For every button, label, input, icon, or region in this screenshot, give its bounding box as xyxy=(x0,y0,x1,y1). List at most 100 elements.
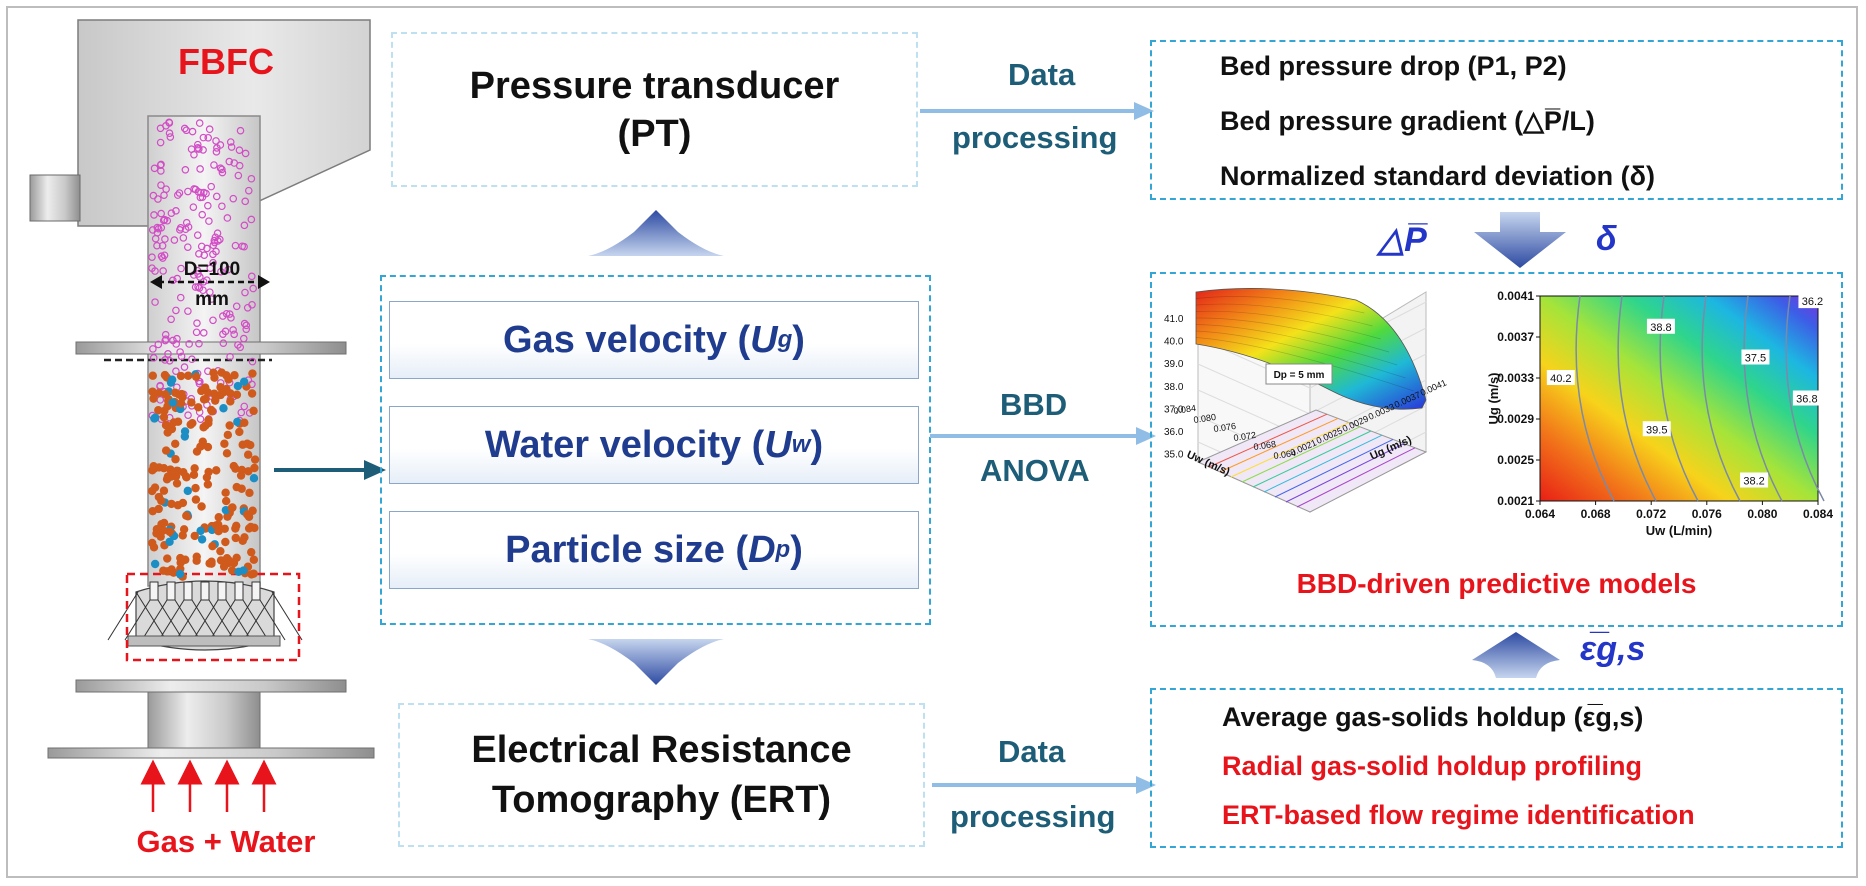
gas-bubble xyxy=(195,119,204,127)
gas-bubble xyxy=(235,146,244,154)
gas-bubble xyxy=(200,251,209,260)
mid-anova-label: ANOVA xyxy=(980,453,1090,488)
surface-x-tick: 0.072 xyxy=(1233,430,1257,443)
gas-bubble xyxy=(209,316,217,325)
surface-floor-contour xyxy=(1241,426,1361,483)
bottom-processing-label: processing xyxy=(950,799,1116,834)
solid-particle xyxy=(172,466,182,476)
inlet-arrows xyxy=(140,759,277,812)
solid-particle xyxy=(169,418,178,427)
solid-particle xyxy=(159,566,168,575)
solid-particle xyxy=(210,373,219,382)
solid-particle xyxy=(171,455,180,464)
contour-x-tick: 0.080 xyxy=(1747,507,1777,521)
surface-floor-contour xyxy=(1230,422,1350,478)
gas-bubble xyxy=(210,161,218,169)
solid-particle xyxy=(148,466,157,475)
solid-particle xyxy=(167,424,177,434)
contour-value-box xyxy=(1798,293,1827,309)
gas-bubble xyxy=(156,138,165,147)
contour-y-tick: 0.0029 xyxy=(1497,412,1534,426)
solid-particle xyxy=(149,394,158,403)
gas-bubble xyxy=(219,339,228,347)
param-water-sub: w xyxy=(791,431,811,458)
solid-particle xyxy=(159,486,169,495)
solid-particle xyxy=(247,570,256,579)
surface-mesh-line xyxy=(1195,303,1373,327)
solid-particle xyxy=(244,512,254,521)
gas-bubble xyxy=(172,367,180,375)
contour-value-label: 37.5 xyxy=(1745,353,1766,365)
gas-bubble xyxy=(205,217,213,225)
surface-x-tick: 0.064 xyxy=(1273,448,1297,461)
gas-bubble xyxy=(240,221,249,230)
pt-output-3: Normalized standard deviation (δ) xyxy=(1220,161,1655,191)
gas-bubble xyxy=(218,165,226,174)
gas-bubble xyxy=(230,159,239,167)
gas-bubble xyxy=(177,352,186,361)
contour-value-label: 39.5 xyxy=(1646,424,1667,436)
solid-particle xyxy=(227,566,237,575)
surface-z-tick: 39.0 xyxy=(1164,359,1184,370)
surface-z-tick: 35.0 xyxy=(1164,450,1184,461)
tracer-particle xyxy=(165,537,174,547)
gas-bubble xyxy=(212,192,221,201)
tracer-particle xyxy=(196,526,205,536)
delta-p-label: △P̅ xyxy=(1378,221,1427,259)
gas-bubble xyxy=(195,249,203,258)
gas-bubble xyxy=(196,193,205,202)
solid-particle xyxy=(243,439,252,448)
gas-bubble xyxy=(173,334,181,343)
solid-particle xyxy=(221,537,230,547)
solid-particle xyxy=(191,483,200,493)
gas-bubble xyxy=(169,276,177,285)
gas-bubble xyxy=(206,288,214,296)
gas-bubble xyxy=(187,145,196,153)
solid-particle xyxy=(194,403,203,412)
gas-bubble xyxy=(199,146,207,154)
gas-bubble xyxy=(157,181,165,189)
tracer-particle xyxy=(180,427,190,436)
gas-bubble xyxy=(205,125,214,134)
solid-particle xyxy=(220,439,229,448)
gas-bubble xyxy=(154,340,163,349)
gas-bubble xyxy=(219,312,227,320)
gas-bubble xyxy=(195,145,203,153)
gas-bubble xyxy=(180,363,189,371)
gas-bubble xyxy=(191,283,200,291)
solid-particle xyxy=(201,383,210,392)
surface-x-tick: 0.076 xyxy=(1213,421,1237,434)
gas-bubble xyxy=(173,274,182,283)
gas-bubble xyxy=(162,335,170,343)
contour-line xyxy=(1743,295,1783,502)
surface-mesh-line xyxy=(1195,317,1390,353)
gas-bubble xyxy=(214,237,222,245)
contour-line xyxy=(1785,295,1825,502)
solid-particle xyxy=(190,464,199,473)
contour-value-box xyxy=(1546,370,1575,385)
models-caption: BBD-driven predictive models xyxy=(1296,568,1697,599)
gas-bubble xyxy=(165,356,174,365)
pt-output-1: Bed pressure drop (P1, P2) xyxy=(1220,51,1567,81)
lower-flange xyxy=(75,679,347,693)
gas-bubble xyxy=(241,288,249,297)
contour-y-tick: 0.0041 xyxy=(1497,289,1534,303)
gas-bubble xyxy=(157,252,166,261)
solid-particle xyxy=(201,394,210,404)
ert-outputs-box xyxy=(1150,688,1843,848)
solid-particle xyxy=(148,387,157,396)
solid-particle xyxy=(154,504,163,514)
bottom-data-label: Data xyxy=(998,734,1066,769)
reactor-title: FBFC xyxy=(178,41,274,82)
solid-particle xyxy=(222,384,231,394)
gas-bubble xyxy=(196,165,204,173)
tracer-particle xyxy=(175,569,185,579)
solid-particle xyxy=(178,498,188,508)
up-arrow-to-models xyxy=(1472,632,1560,678)
surface-mesh-line xyxy=(1195,310,1381,340)
solid-particle xyxy=(225,421,234,430)
gas-bubble xyxy=(157,209,165,218)
solid-particle xyxy=(162,475,172,484)
gas-bubble xyxy=(212,137,220,145)
surface-floor-contour xyxy=(1296,447,1416,508)
